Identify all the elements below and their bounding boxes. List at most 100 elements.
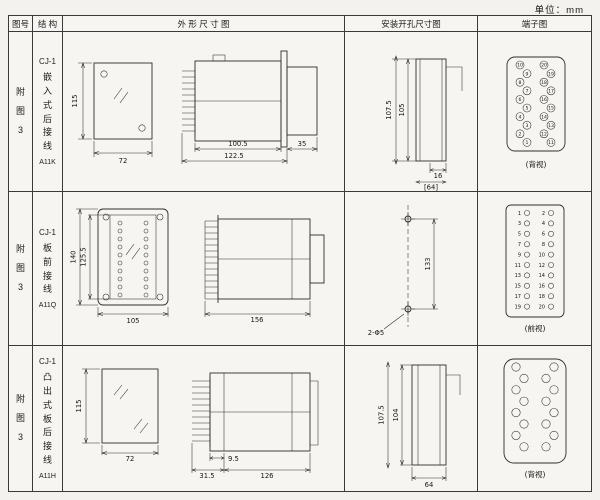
row3-model: CJ-1 — [39, 356, 56, 366]
row3-code: A11H — [39, 473, 56, 481]
svg-text:9: 9 — [526, 71, 529, 77]
svg-text:1: 1 — [526, 140, 529, 146]
svg-text:15: 15 — [515, 283, 521, 289]
svg-text:8: 8 — [542, 242, 545, 248]
row2-fig-cell: 附图3 — [9, 192, 33, 346]
row2-dim-front-width: 105 — [126, 317, 139, 325]
row3-dim-body-width: 126 — [260, 472, 273, 480]
row2-dim-front-height: 140 — [69, 250, 77, 263]
row1-outline-cell: 115 72 100.5 35 122.5 — [63, 32, 345, 192]
row1-structure-cell: CJ-1 嵌入式后接线 A11K — [33, 32, 63, 192]
row3-structure-text: 凸出式板后接线 — [42, 371, 52, 466]
row3-outline-cell: 115 72 9.5 31.5 126 — [63, 346, 345, 491]
row2-terminal-view-label: (前视) — [525, 323, 546, 333]
header-terminal-diagram: 端子图 — [478, 16, 591, 32]
row2-code: A11Q — [38, 302, 57, 310]
svg-text:19: 19 — [548, 71, 554, 77]
row3-dim-front-width: 72 — [125, 455, 134, 463]
svg-text:10: 10 — [517, 62, 523, 68]
row1-install-w-small: 16 — [433, 172, 442, 180]
svg-text:17: 17 — [515, 294, 521, 300]
svg-text:20: 20 — [541, 62, 547, 68]
row1-install-outer-height: 107.5 — [385, 100, 393, 119]
row2-dim-inner-height: 125.5 — [79, 247, 87, 266]
svg-text:13: 13 — [548, 122, 554, 128]
row1-dim-body-width: 100.5 — [228, 140, 247, 148]
svg-text:3: 3 — [526, 122, 529, 128]
row1-outline-drawing: 115 72 100.5 35 122.5 — [71, 50, 318, 165]
svg-text:14: 14 — [541, 114, 547, 120]
svg-text:12: 12 — [541, 131, 547, 137]
svg-text:5: 5 — [518, 231, 521, 237]
svg-text:20: 20 — [539, 304, 545, 310]
row1-code: A11K — [39, 159, 56, 167]
row3-install-cell: 104 107.5 64 — [345, 346, 478, 491]
svg-text:1: 1 — [518, 210, 521, 216]
svg-text:4: 4 — [542, 221, 545, 227]
unit-label: 单位：mm — [534, 5, 584, 16]
svg-text:16: 16 — [539, 283, 545, 289]
row2-fig-no: 附图3 — [15, 244, 25, 292]
svg-text:5: 5 — [526, 105, 529, 111]
svg-text:17: 17 — [548, 88, 554, 94]
header-install-dims: 安装开孔尺寸图 — [345, 16, 478, 32]
row3-fig-cell: 附图3 — [9, 346, 33, 491]
row1-fig-cell: 附图3 — [9, 32, 33, 192]
row3-install-drawing: 104 107.5 64 — [377, 360, 460, 489]
svg-text:11: 11 — [548, 140, 554, 146]
row3-install-inner-height: 104 — [392, 408, 400, 421]
svg-text:2: 2 — [519, 131, 522, 137]
row2-install-cell: 133 2-Φ5 — [345, 192, 478, 346]
header-outline-dims: 外 形 尺 寸 图 — [63, 16, 345, 32]
svg-text:4: 4 — [519, 114, 522, 120]
svg-text:6: 6 — [519, 97, 522, 103]
svg-text:16: 16 — [541, 97, 547, 103]
row2-install-holes: 2-Φ5 — [367, 329, 383, 337]
row3-install-w-bottom: 64 — [424, 481, 433, 489]
svg-text:14: 14 — [539, 273, 545, 279]
row3-terminal-grid — [511, 362, 559, 451]
row2-install-drawing: 133 2-Φ5 — [367, 204, 438, 337]
svg-text:19: 19 — [515, 304, 521, 310]
svg-text:18: 18 — [539, 294, 545, 300]
row1-install-w-bracket: [64] — [424, 183, 438, 191]
row3-terminal-diagram: (背视) — [503, 358, 567, 479]
spec-table: 图号 结 构 外 形 尺 寸 图 安装开孔尺寸图 端子图 附图3 CJ-1 嵌入… — [8, 15, 592, 492]
row2-outline-drawing: 140 125.5 105 156 — [69, 207, 324, 325]
row1-dim-rear-width: 35 — [297, 140, 306, 148]
svg-text:10: 10 — [539, 252, 545, 258]
svg-text:7: 7 — [526, 88, 529, 94]
row3-dim-pin-length: 9.5 — [228, 455, 239, 463]
row2-structure-text: 板前接线 — [42, 242, 52, 295]
row1-install-inner-height: 105 — [398, 103, 406, 116]
row1-dim-total-width: 122.5 — [224, 152, 243, 160]
row2-structure-cell: CJ-1 板前接线 A11Q — [33, 192, 63, 346]
row1-install-drawing: 105 107.5 16 [64] — [385, 54, 462, 191]
svg-text:13: 13 — [515, 273, 521, 279]
row3-install-outer-height: 107.5 — [377, 405, 385, 424]
row2-front-terminals — [117, 220, 148, 297]
row2-install-spacing: 133 — [424, 257, 432, 270]
row3-dim-front-height: 115 — [75, 399, 83, 412]
row3-dim-pin-zone: 31.5 — [199, 472, 214, 480]
svg-text:7: 7 — [518, 242, 521, 248]
row1-terminal-view-label: (背视) — [526, 159, 547, 169]
row3-fig-no: 附图3 — [15, 394, 25, 442]
row1-dim-front-height: 115 — [71, 94, 79, 107]
svg-text:9: 9 — [518, 252, 521, 258]
row3-terminal-cell: (背视) — [478, 346, 591, 491]
row3-structure-cell: CJ-1 凸出式板后接线 A11H — [33, 346, 63, 491]
svg-text:12: 12 — [539, 262, 545, 268]
row3-outline-drawing: 115 72 9.5 31.5 126 — [75, 367, 318, 480]
row2-dim-side-width: 156 — [250, 316, 263, 324]
header-structure: 结 构 — [33, 16, 63, 32]
svg-text:18: 18 — [541, 79, 547, 85]
svg-text:3: 3 — [518, 221, 521, 227]
row3-terminal-view-label: (背视) — [525, 469, 546, 479]
row2-model: CJ-1 — [39, 227, 56, 237]
svg-text:15: 15 — [548, 105, 554, 111]
